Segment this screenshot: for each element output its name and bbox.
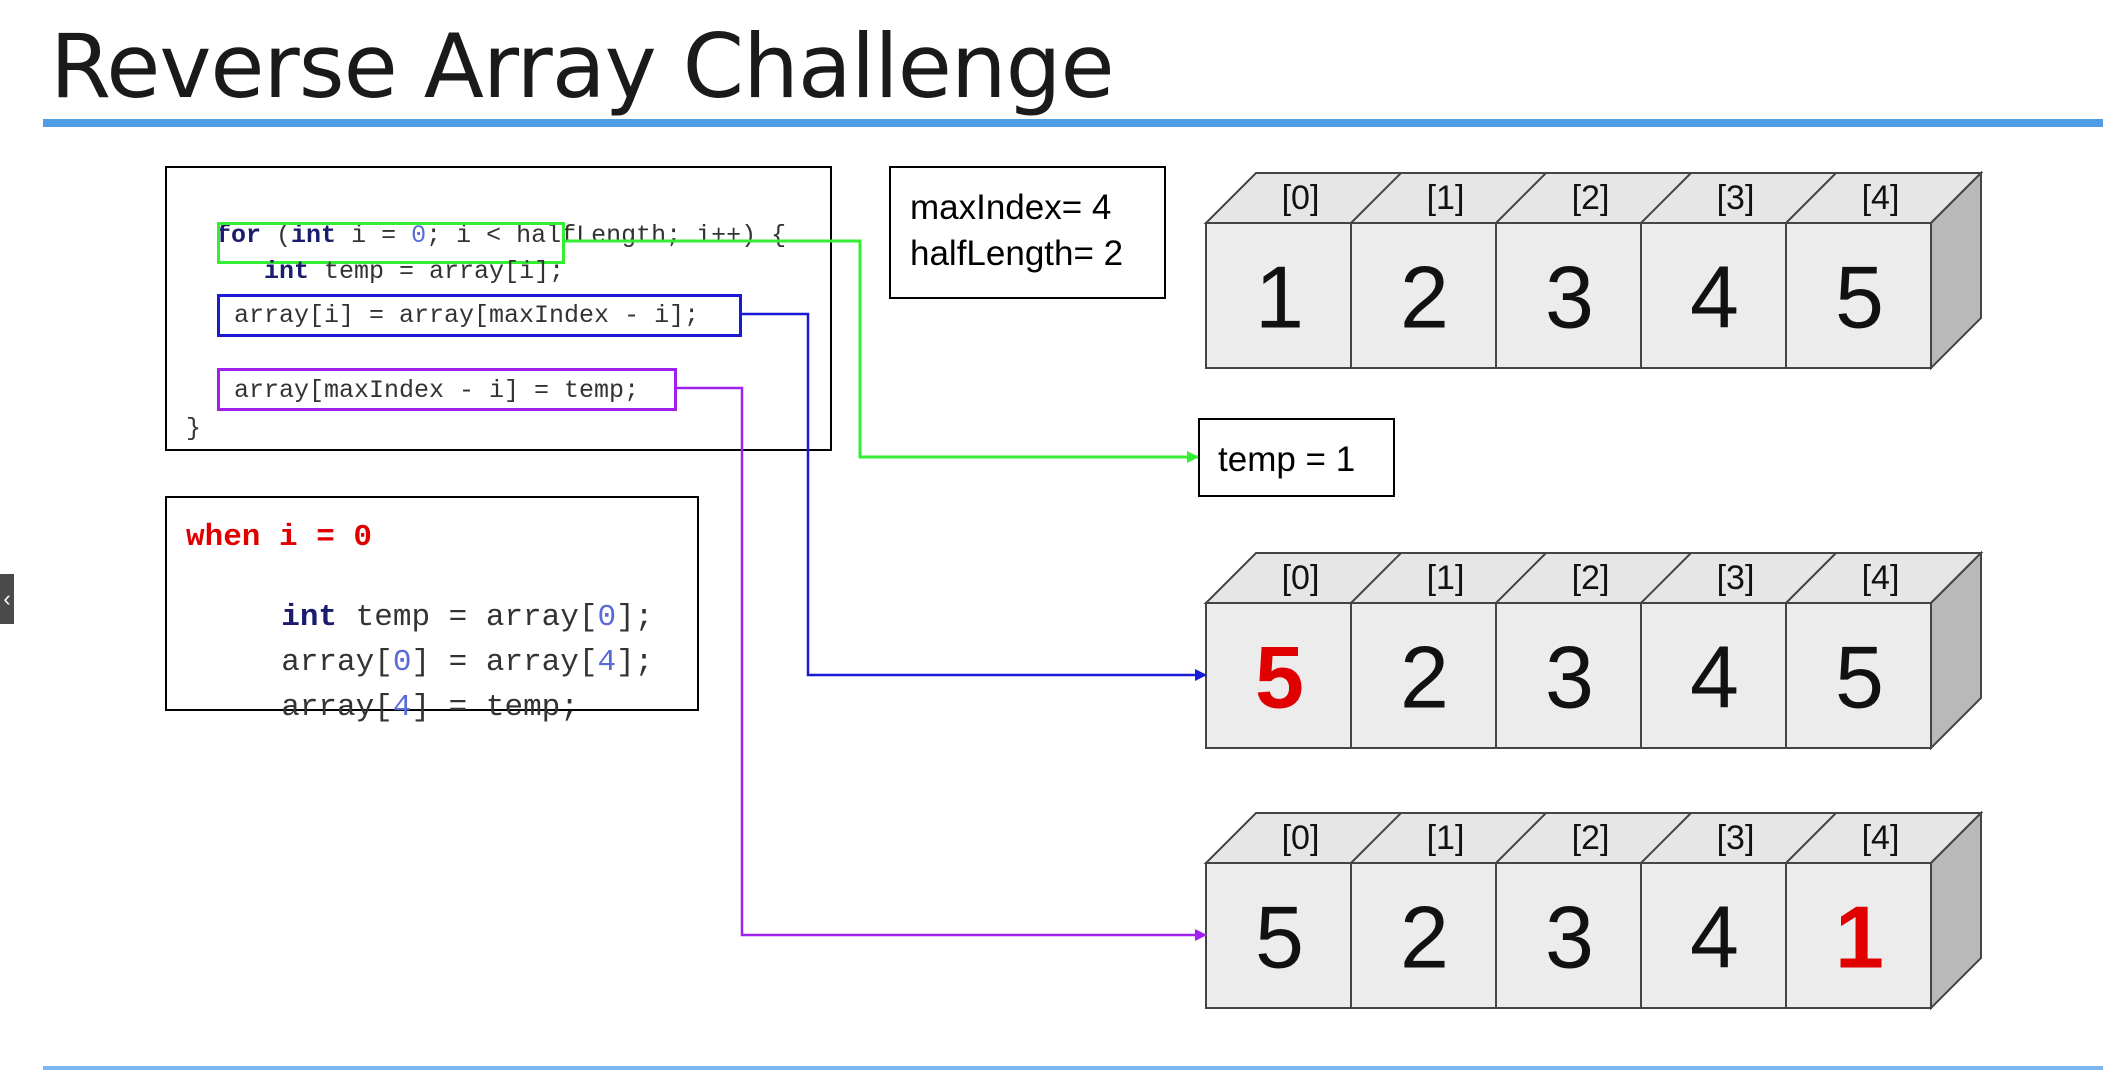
array-cell-value: 2: [1400, 888, 1449, 987]
purple-highlight-box: [217, 368, 677, 411]
array-index-label: [1]: [1427, 559, 1465, 597]
array-index-label: [1]: [1427, 179, 1465, 217]
code-line-for: for (int i = 0; i < halfLength; i++) {: [216, 221, 787, 250]
array-index-label: [3]: [1717, 559, 1755, 597]
green-connector-arrow: [565, 239, 1199, 463]
walkthrough-line-2: array[0] = array[4];: [281, 645, 654, 680]
title-underline: [43, 119, 2103, 127]
array-cell: [1350, 602, 1497, 749]
array-index-label: [2]: [1572, 179, 1610, 217]
blue-highlight-box: [217, 294, 742, 337]
collapse-arrow-icon[interactable]: ‹: [0, 574, 14, 624]
array-index-label: [0]: [1282, 179, 1320, 217]
array-index-label: [2]: [1572, 559, 1610, 597]
blue-connector-arrow: [742, 312, 1207, 681]
temp-box: [1198, 418, 1395, 497]
array-index-label: [0]: [1282, 559, 1320, 597]
array-cell-value: 5: [1835, 248, 1884, 347]
code-line-close: }: [186, 414, 202, 443]
bottom-divider: [43, 1066, 2103, 1070]
array-cell: [1785, 862, 1932, 1009]
green-highlight-box: [217, 222, 565, 264]
array-cell-value: 4: [1690, 248, 1739, 347]
array-top-divider: [1785, 552, 1837, 604]
array-top-divider: [1640, 812, 1692, 864]
array-top-divider: [1350, 172, 1402, 224]
array-top-divider: [1785, 812, 1837, 864]
array-index-label: [2]: [1572, 819, 1610, 857]
array-index-label: [4]: [1862, 559, 1900, 597]
array-cell: [1640, 862, 1787, 1009]
array-cell: [1350, 222, 1497, 369]
array-index-label: [4]: [1862, 819, 1900, 857]
array-cell: [1495, 862, 1642, 1009]
code-line-assign: array[i] = array[maxIndex - i];: [234, 301, 700, 330]
code-line-swap: array[maxIndex - i] = temp;: [234, 376, 640, 405]
array-cell: [1205, 602, 1352, 749]
info-box: [889, 166, 1166, 299]
max-index-label: maxIndex= 4: [910, 188, 1112, 227]
array-index-label: [3]: [1717, 819, 1755, 857]
array-top-divider: [1785, 172, 1837, 224]
array-cell-value: 5: [1255, 628, 1304, 727]
code-line-temp: int temp = array[i];: [264, 257, 565, 286]
array-cell: [1785, 602, 1932, 749]
array-cell-value: 3: [1545, 888, 1594, 987]
array-cell-value: 2: [1400, 628, 1449, 727]
array-top-divider: [1350, 812, 1402, 864]
array-cell-value: 2: [1400, 248, 1449, 347]
array-top-divider: [1495, 552, 1547, 604]
purple-connector-arrow: [677, 386, 1207, 941]
code-box: [165, 166, 832, 451]
array-cell: [1640, 602, 1787, 749]
array-index-label: [0]: [1282, 819, 1320, 857]
page-title: Reverse Array Challenge: [50, 15, 1115, 118]
array-cell-value: 1: [1255, 248, 1304, 347]
walkthrough-line-1: int temp = array[0];: [281, 600, 654, 635]
array-cell: [1640, 222, 1787, 369]
array-index-label: [4]: [1862, 179, 1900, 217]
array-cell-value: 4: [1690, 628, 1739, 727]
walkthrough-box: [165, 496, 699, 711]
array-top-divider: [1350, 552, 1402, 604]
array-top-divider: [1640, 552, 1692, 604]
array-top-divider: [1640, 172, 1692, 224]
array-cell-value: 1: [1835, 888, 1884, 987]
array-cell: [1350, 862, 1497, 1009]
temp-label: temp = 1: [1218, 440, 1356, 479]
array-cell: [1495, 602, 1642, 749]
array-cell: [1205, 222, 1352, 369]
half-length-label: halfLength= 2: [910, 234, 1124, 273]
array-cell-value: 3: [1545, 628, 1594, 727]
array-cell-value: 5: [1255, 888, 1304, 987]
array-cell-value: 4: [1690, 888, 1739, 987]
array-cell: [1785, 222, 1932, 369]
array-top-divider: [1495, 812, 1547, 864]
array-index-label: [3]: [1717, 179, 1755, 217]
array-cell: [1495, 222, 1642, 369]
walkthrough-heading: when i = 0: [186, 520, 373, 555]
walkthrough-line-3: array[4] = temp;: [281, 690, 579, 725]
array-cell-value: 3: [1545, 248, 1594, 347]
array-index-label: [1]: [1427, 819, 1465, 857]
array-top-divider: [1495, 172, 1547, 224]
array-cell-value: 5: [1835, 628, 1884, 727]
